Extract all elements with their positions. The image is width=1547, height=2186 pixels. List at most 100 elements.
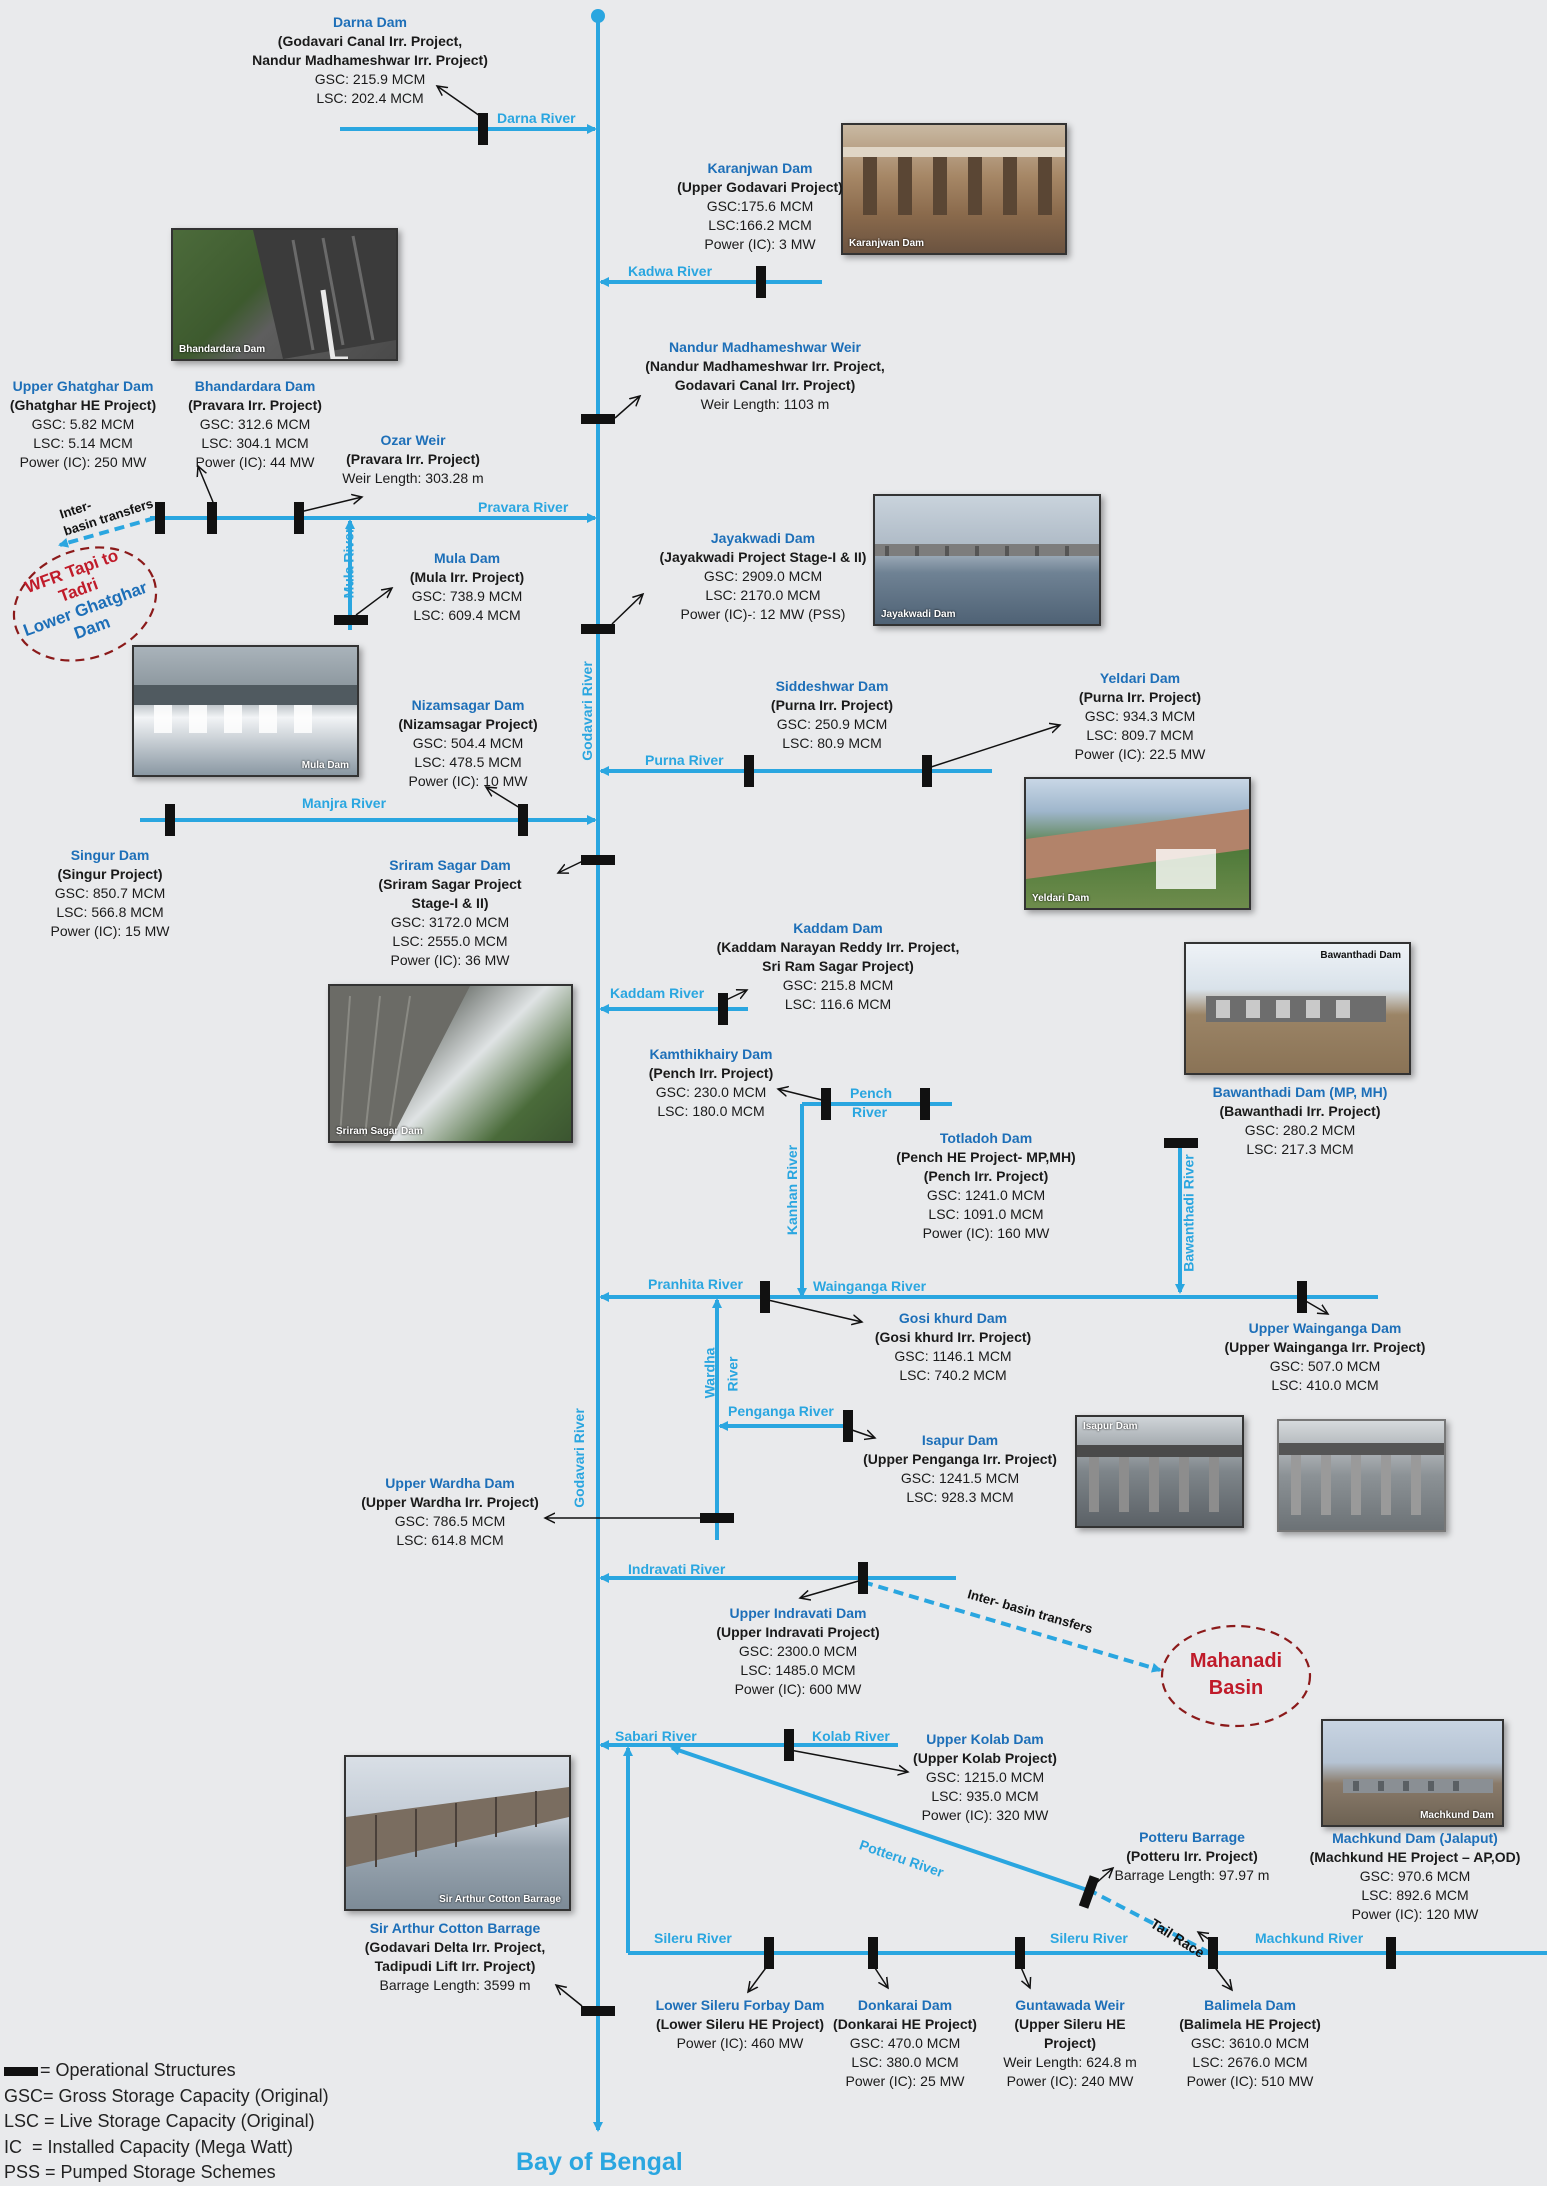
structure-stat: LSC: 935.0 MCM (931, 1788, 1039, 1804)
godavari-river-label-lower: Godavari River (570, 1408, 587, 1508)
singur-dam-label: Singur Dam(Singur Project)GSC: 850.7 MCM… (30, 846, 190, 941)
structure-stat: GSC: 1241.0 MCM (926, 1187, 1046, 1203)
sriram-callout (558, 859, 586, 873)
purna-river-label: Purna River (645, 752, 724, 768)
structure-stat: GSC: 215.9 MCM (314, 71, 426, 87)
structure-project: (Balimela HE Project) (1179, 2016, 1321, 2032)
ozar-weir-label: Ozar Weir(Pravara Irr. Project)Weir Leng… (318, 431, 508, 488)
structure-stat: GSC: 280.2 MCM (1244, 1122, 1356, 1138)
kaddam-river-label: Kaddam River (610, 985, 705, 1001)
machkund-dam-structure (1386, 1937, 1396, 1969)
source-node (591, 9, 605, 23)
structure-project: (Upper Indravati Project) (716, 1624, 880, 1640)
structure-title: Potteru Barrage (1139, 1829, 1245, 1845)
siddeshwar-dam-structure (744, 755, 754, 787)
kaddam-dam-structure (718, 993, 728, 1025)
jayakwadi-callout (611, 594, 643, 625)
structure-project: (Donkarai HE Project) (833, 2016, 977, 2032)
structure-stat: LSC: 2170.0 MCM (705, 587, 821, 603)
structure-stat: Power (IC): 120 MW (1351, 1906, 1479, 1922)
legend-row-operational: = Operational Structures (4, 2058, 329, 2084)
upper-kolab-dam-label: Upper Kolab Dam(Upper Kolab Project)GSC:… (900, 1730, 1070, 1825)
structure-title: Singur Dam (70, 847, 150, 863)
balimela-tail-callout (1198, 1932, 1214, 1943)
bawanthadi-river-label: Bawanthadi River (1180, 1154, 1197, 1272)
balimela-callout (1212, 1964, 1232, 1990)
structure-title: Siddeshwar Dam (775, 678, 889, 694)
isapur-dam-label: Isapur Dam(Upper Penganga Irr. Project)G… (860, 1431, 1060, 1507)
cotton-photo: Sir Arthur Cotton Barrage (344, 1755, 571, 1911)
cotton-barrage-structure (581, 2006, 615, 2016)
sriram-dam-structure (581, 855, 615, 865)
structure-title: Totladoh Dam (939, 1130, 1033, 1146)
structure-project: (Pench Irr. Project) (923, 1168, 1049, 1184)
kaddam-callout (725, 990, 747, 1001)
yeldari-dam-label: Yeldari Dam(Purna Irr. Project)GSC: 934.… (1045, 669, 1235, 764)
structure-project: (Nizamsagar Project) (398, 716, 538, 732)
wainganga-river-label: Wainganga River (813, 1278, 927, 1294)
structure-stat: GSC: 215.8 MCM (782, 977, 894, 993)
structure-project: (Singur Project) (57, 866, 163, 882)
structure-project: (Pravara Irr. Project) (188, 397, 322, 413)
potteru-river-line (670, 1745, 1094, 1894)
upper-wardha-dam-structure (700, 1513, 734, 1523)
structure-project: (Upper Penganga Irr. Project) (863, 1451, 1057, 1467)
structure-project: (Jayakwadi Project Stage-I & II) (659, 549, 867, 565)
lower-sileru-dam-structure (764, 1937, 774, 1969)
pench-river-label-b: River (852, 1104, 888, 1120)
sileru-river-label-2: Sileru River (1050, 1930, 1128, 1946)
structure-stat: GSC: 250.9 MCM (776, 716, 888, 732)
structure-title: Darna Dam (333, 14, 407, 30)
karanjwan-dam-structure (756, 266, 766, 298)
indravati-river-label: Indravati River (628, 1561, 726, 1577)
structure-stat: GSC: 1215.0 MCM (925, 1769, 1045, 1785)
structure-project: (Purna Irr. Project) (770, 697, 894, 713)
structure-stat: GSC: 5.82 MCM (31, 416, 135, 432)
structure-title: Nandur Madhameshwar Weir (669, 339, 861, 355)
ozar-callout (299, 497, 362, 513)
cotton-callout (556, 1985, 583, 2007)
bhandardara-photo: Bhandardara Dam (171, 228, 398, 361)
pravara-river-label: Pravara River (478, 499, 569, 515)
tail-race-line (1092, 1890, 1211, 1955)
structure-stat: Power (IC): 15 MW (50, 923, 170, 939)
structure-title: Jayakwadi Dam (710, 530, 816, 546)
nizamsagar-dam-structure (518, 804, 528, 836)
machkund-photo: Machkund Dam (1321, 1719, 1504, 1827)
structure-stat: LSC: 180.0 MCM (657, 1103, 765, 1119)
nandur-weir-structure (581, 414, 615, 424)
yeldari-dam-structure (922, 755, 932, 787)
mula-photo-caption: Mula Dam (301, 760, 349, 771)
bhandardara-dam-structure (207, 502, 217, 534)
structure-stat: LSC: 2555.0 MCM (392, 933, 508, 949)
mahanadi-basin-ellipse (1160, 1624, 1312, 1728)
structure-stat: Power (IC): 10 MW (408, 773, 528, 789)
cotton-barrage-label: Sir Arthur Cotton Barrage(Godavari Delta… (355, 1919, 555, 1995)
gosikhurd-dam-label: Gosi khurd Dam(Gosi khurd Irr. Project)G… (853, 1309, 1053, 1385)
pranhita-river-label: Pranhita River (648, 1276, 743, 1292)
structure-stat: GSC: 1146.1 MCM (894, 1348, 1012, 1364)
structure-title: Sir Arthur Cotton Barrage (369, 1920, 541, 1936)
structure-stat: GSC: 738.9 MCM (411, 588, 523, 604)
siddeshwar-dam-label: Siddeshwar Dam (Purna Irr. Project) GSC: 2… (742, 677, 922, 753)
structure-project: Godavari Canal Irr. Project) (674, 377, 856, 393)
donkarai-dam-label: Donkarai Dam(Donkarai HE Project)GSC: 47… (830, 1996, 980, 2091)
upper-wainganga-dam-structure (1297, 1281, 1307, 1313)
nizamsagar-dam-label: Nizamsagar Dam(Nizamsagar Project)GSC: 5… (378, 696, 558, 791)
kamthikhairy-callout (778, 1089, 823, 1101)
structure-stat: LSC: 1485.0 MCM (740, 1662, 856, 1678)
jayakwadi-photo: Jayakwadi Dam (873, 494, 1101, 626)
lower-sileru-callout (748, 1964, 769, 1992)
bhandardara-dam-label: Bhandardara Dam(Pravara Irr. Project)GSC… (175, 377, 335, 472)
structure-title: Upper Kolab Dam (926, 1731, 1044, 1747)
structure-stat: GSC: 786.5 MCM (394, 1513, 506, 1529)
structure-title: Bhandardara Dam (194, 378, 316, 394)
structure-stat: LSC: 614.8 MCM (396, 1532, 504, 1548)
structure-stat: LSC: 410.0 MCM (1271, 1377, 1379, 1393)
structure-stat: Power (IC): 460 MW (676, 2035, 804, 2051)
nizamsagar-callout (486, 787, 521, 809)
structure-stat: GSC: 230.0 MCM (655, 1084, 767, 1100)
structure-stat: Power (IC): 510 MW (1186, 2073, 1314, 2089)
